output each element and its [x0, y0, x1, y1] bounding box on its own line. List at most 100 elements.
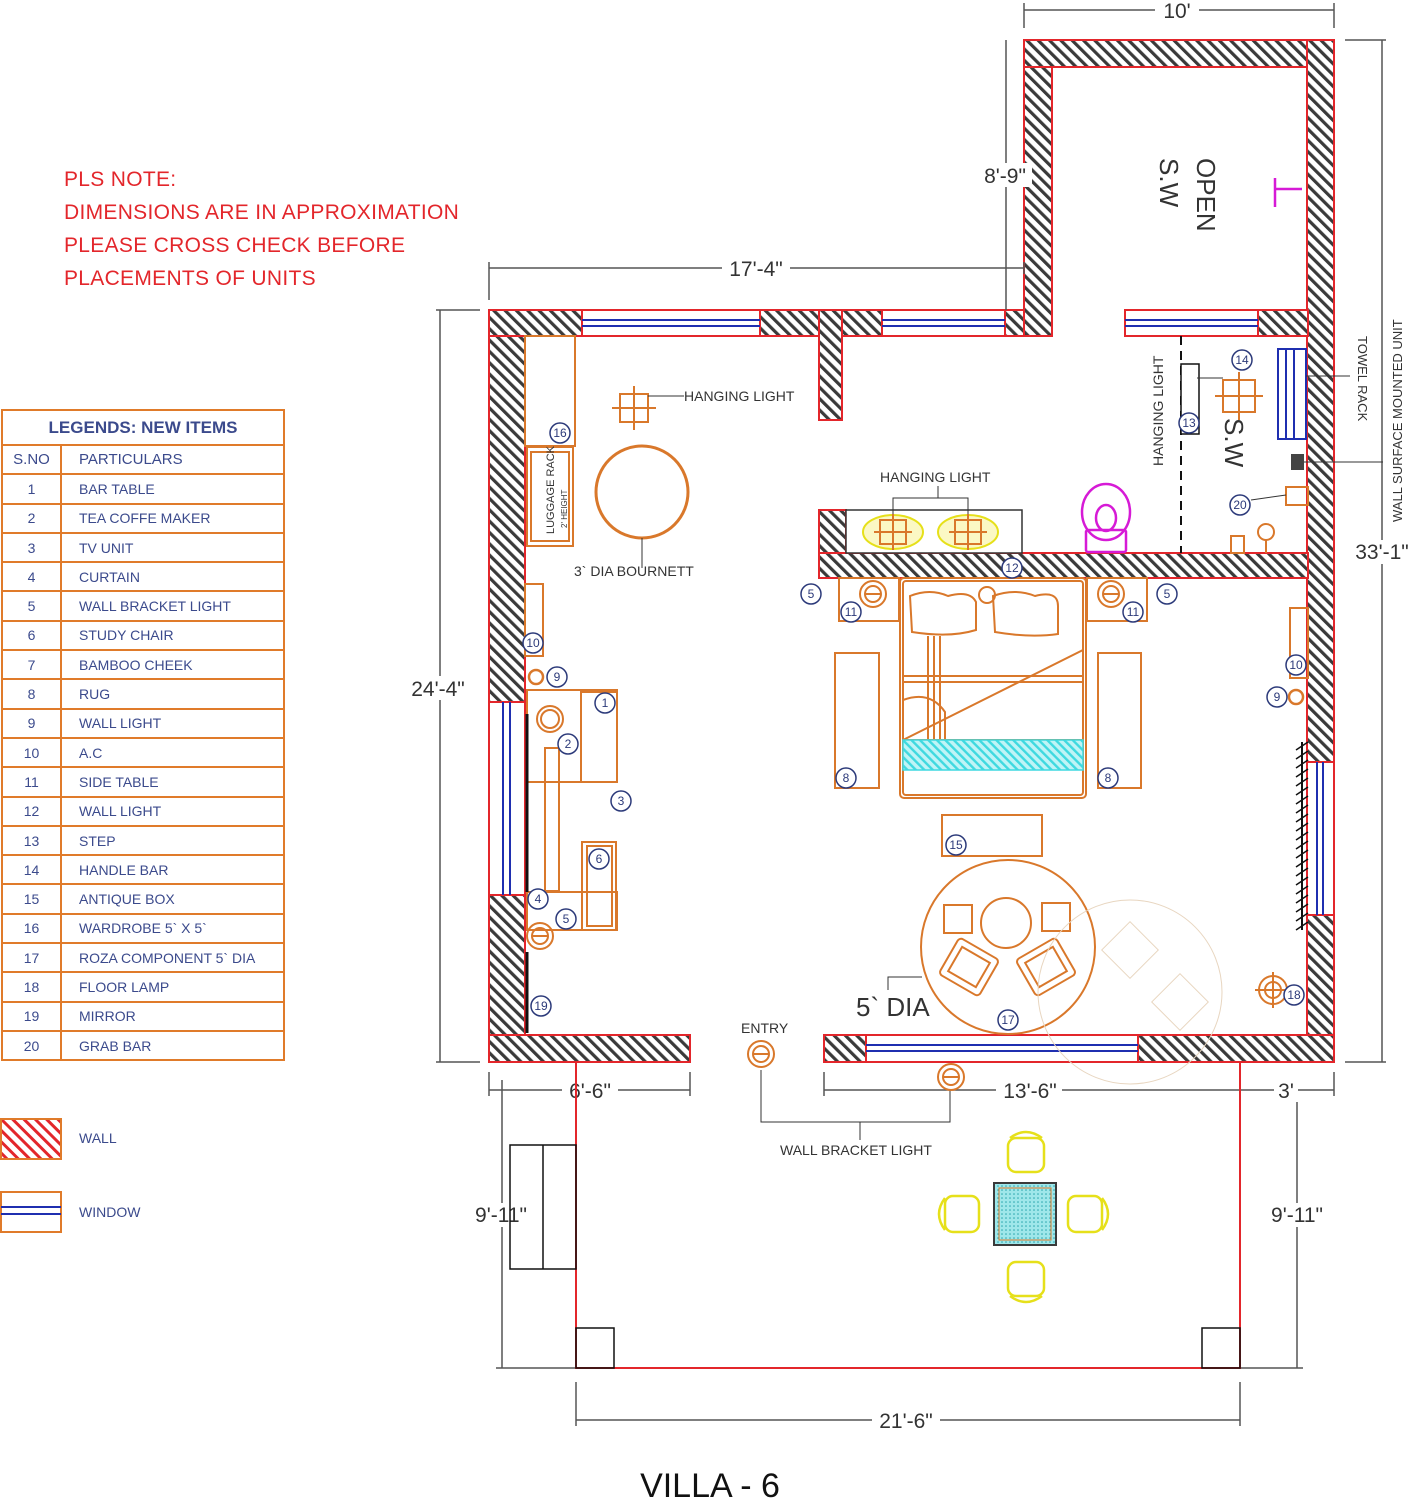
floor-lamp-ghost	[1037, 899, 1223, 1085]
bed-runner	[902, 739, 1084, 771]
item-tag-circle	[1266, 686, 1288, 708]
legend-sno: 13	[1, 824, 62, 857]
towel-hook-icon	[1273, 178, 1302, 207]
wall-bracket-light-icon	[1097, 580, 1125, 608]
legend-particular: WALL LIGHT	[60, 795, 285, 827]
legend-sno: 15	[1, 883, 62, 915]
towel-rack-label: TOWEL RACK	[1355, 336, 1370, 422]
legend-col-sno: S.NO	[1, 443, 62, 476]
wall-swatch	[0, 1118, 62, 1160]
dim-deck-right: 9'-11"	[1271, 1204, 1323, 1227]
item-tag-circle	[1229, 494, 1251, 516]
legend-particular: GRAB BAR	[60, 1029, 285, 1062]
legend-particular: SIDE TABLE	[60, 766, 285, 798]
window-legend-label: WINDOW	[79, 1204, 141, 1220]
item-tag-circle	[1156, 583, 1178, 605]
wall-bracket-light-icon	[937, 1063, 965, 1091]
hanging-light-icon	[612, 386, 656, 430]
towel-rack	[1277, 348, 1307, 440]
item-tag-number: 10	[1289, 658, 1303, 672]
note-line-2: DIMENSIONS ARE IN APPROXIMATION	[64, 201, 460, 224]
legend-particular: BAMBOO CHEEK	[60, 649, 285, 681]
item-tag-number: 18	[1287, 988, 1301, 1002]
wall-bracket-light-icon	[526, 922, 554, 950]
left-furniture	[524, 335, 618, 931]
legend-sno: 3	[1, 531, 62, 564]
item-tag-circle	[945, 834, 967, 856]
legend-particular: TEA COFFE MAKER	[60, 502, 285, 534]
entry-label: ENTRY	[741, 1020, 789, 1036]
page-title: VILLA - 6	[640, 1467, 780, 1500]
dim-deck-left: 9'-11"	[475, 1204, 527, 1227]
antique-box	[941, 814, 1043, 857]
item-tag-number: 16	[553, 426, 567, 440]
legend-col-particulars: PARTICULARS	[60, 443, 285, 476]
roza-component	[920, 859, 1096, 1035]
item-tag-number: 3	[618, 794, 625, 808]
legend-sno: 6	[1, 619, 62, 652]
item-tag-circle	[997, 1009, 1019, 1031]
dimension-lines	[436, 3, 1386, 1426]
item-tag-number: 13	[1182, 416, 1196, 430]
item-tag-number: 11	[845, 605, 858, 619]
item-tag-circle	[1178, 412, 1200, 434]
deck-chairs	[937, 1130, 1110, 1304]
legend-particular: MIRROR	[60, 1000, 285, 1032]
luggage-rack-label: LUGGAGE RACK	[545, 445, 557, 534]
legend-particular: ANTIQUE BOX	[60, 883, 285, 915]
legend-sno: 8	[1, 678, 62, 710]
legend-sno: 7	[1, 649, 62, 681]
dim-bottom-mid: 13'-6"	[1003, 1080, 1057, 1103]
item-tag-number: 10	[526, 636, 540, 650]
dim-room-height: 24'-4"	[411, 678, 465, 701]
bathroom-hanging-light-icon	[1215, 372, 1263, 420]
item-tag-number: 8	[1105, 771, 1112, 785]
luggage-height-label: 2' HEIGHT	[560, 489, 569, 528]
wall-bracket-light-icon	[859, 580, 887, 608]
note-line-3: PLEASE CROSS CHECK BEFORE	[64, 234, 406, 257]
dim-total-height: 33'-1"	[1355, 541, 1409, 564]
item-tag-number: 5	[1164, 587, 1171, 601]
item-tag-circle	[1231, 349, 1253, 371]
item-tag-number: 15	[949, 838, 963, 852]
item-tag-number: 11	[1127, 605, 1140, 619]
legend-sno: 2	[1, 502, 62, 534]
item-tag-number: 14	[1235, 353, 1249, 367]
legend-sno: 16	[1, 912, 62, 945]
ac-unit	[524, 583, 544, 657]
dim-bottom-right: 3'	[1278, 1080, 1294, 1103]
dim-room-width: 17'-4"	[729, 258, 783, 281]
item-tag-number: 20	[1233, 498, 1247, 512]
window-swatch	[0, 1191, 62, 1233]
open-sw-label: OPEN	[1191, 158, 1221, 232]
rugs	[834, 652, 1142, 789]
hanging-light-label-3: HANGING LIGHT	[1150, 355, 1166, 466]
bathroom-area: OPEN S.W S.W HANGING LIGHT TOWEL RACK WA…	[1080, 158, 1405, 554]
luggage-rack	[526, 446, 574, 547]
side-tables	[838, 577, 1148, 622]
item-tag-circle	[835, 767, 857, 789]
legend-particular: BAR TABLE	[60, 473, 285, 505]
item-tag-circle	[610, 790, 632, 812]
item-tag-circle	[557, 733, 579, 755]
legend-particular: A.C	[60, 736, 285, 769]
item-tag-circle	[800, 583, 822, 605]
item-tag-circle	[549, 422, 571, 444]
dim-deck-width: 21'-6"	[879, 1410, 933, 1433]
item-tag-number: 19	[534, 999, 548, 1013]
wall-surface-unit-label: WALL SURFACE MOUNTED UNIT	[1390, 319, 1405, 522]
item-tag-circle	[1122, 601, 1144, 623]
wall-legend-label: WALL	[79, 1130, 117, 1146]
legend-sno: 9	[1, 707, 62, 739]
